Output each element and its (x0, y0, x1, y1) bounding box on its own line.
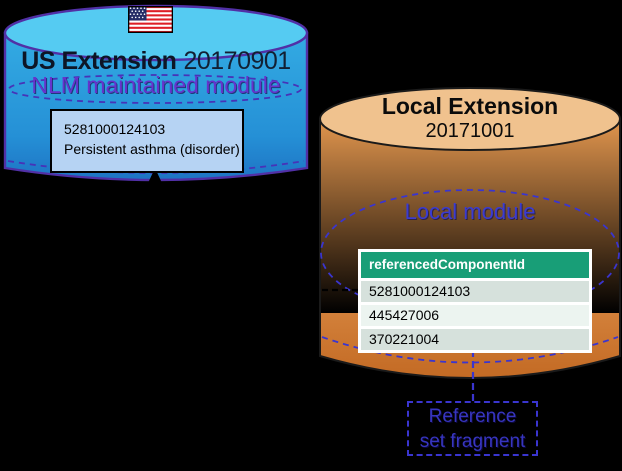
table-row: 5281000124103 (361, 281, 589, 302)
local-extension-version: 20171001 (425, 120, 515, 142)
table-row: 370221004 (361, 329, 589, 350)
us-flag-icon (128, 6, 173, 33)
fragment-label-line1: Reference (428, 406, 517, 427)
concept-box: 5281000124103 Persistent asthma (disorde… (50, 109, 244, 173)
table-row: 445427006 (361, 305, 589, 326)
concept-link-line (153, 181, 358, 292)
us-extension-version: 20170901 (183, 47, 291, 75)
fragment-label-line2: set fragment (419, 431, 526, 452)
nlm-module-label: NLM maintained module (31, 72, 281, 98)
local-module-label: Local module (404, 199, 536, 224)
local-extension-title: Local Extension 20171001 (322, 93, 618, 143)
local-extension-title-text: Local Extension (381, 93, 559, 119)
concept-term: Persistent asthma (disorder) (64, 141, 240, 157)
us-extension-title-text: US Extension (21, 47, 177, 75)
refset-table: referencedComponentId 5281000124103 4454… (358, 249, 592, 353)
reference-set-fragment-box: Reference set fragment (407, 401, 538, 456)
concept-id: 5281000124103 (64, 121, 166, 137)
refset-table-header: referencedComponentId (361, 252, 589, 278)
